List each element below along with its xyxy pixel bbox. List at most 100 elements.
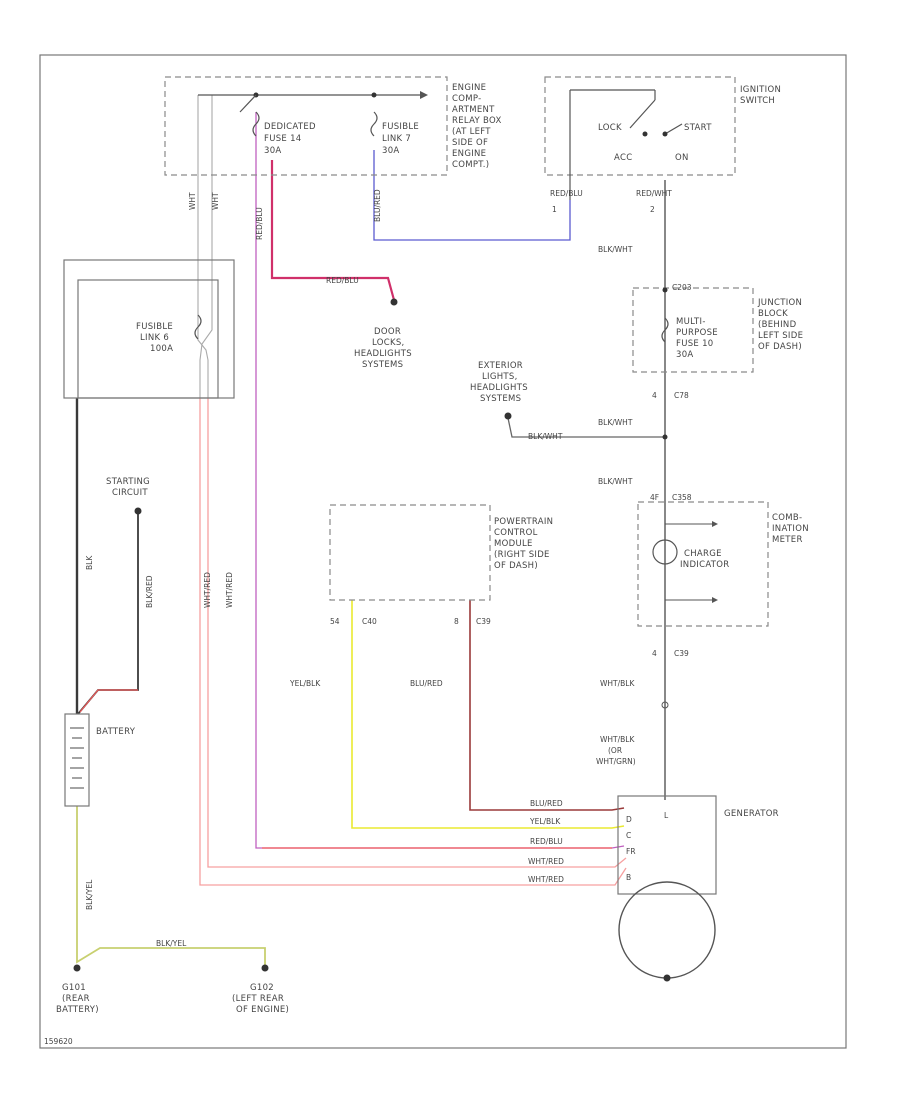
fusible-link-7-label-3: 30A <box>382 146 400 156</box>
wire-blk-yel <box>76 806 266 965</box>
svg-text:JUNCTION: JUNCTION <box>757 298 802 308</box>
svg-text:(RIGHT SIDE: (RIGHT SIDE <box>494 550 550 560</box>
fusible-link-6-label-2: LINK 6 <box>140 333 169 343</box>
wire-label-blu-red-ign: BLU/RED <box>373 189 382 222</box>
c39-connector: C39 <box>674 649 689 658</box>
g101-label: G101 (REAR BATTERY) <box>56 983 99 1015</box>
svg-text:ARTMENT: ARTMENT <box>452 105 495 115</box>
g102-label: G102 (LEFT REAR OF ENGINE) <box>232 983 289 1015</box>
generator-ground-node <box>663 974 671 982</box>
generator-label: GENERATOR <box>724 809 779 819</box>
ext-light-junction-node <box>662 434 668 440</box>
generator-icon <box>618 881 716 979</box>
ignition-wire-label-1: RED/BLU <box>550 189 583 198</box>
fusible-link-6-inner <box>77 279 219 399</box>
dedicated-fuse-label-3: 30A <box>264 146 282 156</box>
svg-text:RELAY BOX: RELAY BOX <box>452 116 502 126</box>
bus-node-2 <box>371 92 377 98</box>
svg-text:SIDE OF: SIDE OF <box>452 138 488 148</box>
ignition-wire-label-2: RED/WHT <box>636 189 672 198</box>
wire-label-blk-red: BLK/RED <box>145 575 154 608</box>
dedicated-fuse-label-1: DEDICATED <box>264 122 316 132</box>
svg-text:OF ENGINE): OF ENGINE) <box>236 1005 289 1015</box>
wire-wht-red-a <box>199 398 627 886</box>
svg-text:HEADLIGHTS: HEADLIGHTS <box>470 383 528 393</box>
ignition-switch-title-1: IGNITION <box>740 85 781 95</box>
svg-text:WHT/GRN): WHT/GRN) <box>596 757 636 766</box>
generator-terminal-b: B <box>626 873 631 882</box>
svg-text:SYSTEMS: SYSTEMS <box>362 360 403 370</box>
ignition-contact-node <box>642 131 648 137</box>
wire-label-blk-wht-1: BLK/WHT <box>598 245 633 254</box>
wire-label-wht-red-a: WHT/RED <box>203 572 212 608</box>
fusible-link-7-icon <box>370 111 378 137</box>
dedicated-fuse-label-2: FUSE 14 <box>264 134 302 144</box>
fusible-link-6-icon <box>194 314 202 340</box>
meter-arrow-bottom-icon <box>712 597 718 603</box>
ignition-switch-title-2: SWITCH <box>740 96 775 106</box>
g101-terminal <box>73 964 81 972</box>
wire-label-wht-red-gen-a: WHT/RED <box>528 857 564 866</box>
wire-blk-red-black <box>77 512 139 715</box>
svg-text:PURPOSE: PURPOSE <box>676 328 718 338</box>
svg-text:LIGHTS,: LIGHTS, <box>482 372 518 382</box>
door-locks-label: DOOR LOCKS, HEADLIGHTS SYSTEMS <box>354 327 412 370</box>
wire-red-blu-purple <box>255 112 625 849</box>
pcm-box <box>329 504 491 601</box>
charge-indicator-lamp-icon <box>652 539 678 565</box>
wire-wht-red-b <box>207 398 627 868</box>
ignition-lever <box>629 99 656 129</box>
pcm-connector-c40: C40 <box>362 617 377 626</box>
charge-indicator-label-2: INDICATOR <box>680 560 730 570</box>
starting-circuit-terminal <box>134 507 142 515</box>
svg-text:(LEFT REAR: (LEFT REAR <box>232 994 284 1004</box>
charge-indicator-label-1: CHARGE <box>684 549 722 559</box>
fusible-link-6-label-3: 100A <box>150 344 173 354</box>
c39-connector-icon <box>661 701 669 709</box>
combination-meter-label: COMB- INATION METER <box>772 513 809 545</box>
meter-connector-c358: C358 <box>672 493 692 502</box>
wire-label-yel-blk-gen: YEL/BLK <box>529 817 561 826</box>
bus-arrow-icon <box>420 91 428 99</box>
wire-label-wht-red-b: WHT/RED <box>225 572 234 608</box>
svg-text:ENGINE: ENGINE <box>452 149 486 159</box>
svg-text:CONTROL: CONTROL <box>494 528 538 538</box>
multi-purpose-fuse-icon <box>661 317 669 343</box>
svg-text:G102: G102 <box>250 983 274 993</box>
svg-text:LEFT SIDE: LEFT SIDE <box>758 331 803 341</box>
fusible-link-7-label-2: LINK 7 <box>382 134 411 144</box>
svg-text:OF DASH): OF DASH) <box>494 561 538 571</box>
svg-text:COMP-: COMP- <box>452 94 481 104</box>
svg-text:COMB-: COMB- <box>772 513 802 523</box>
exterior-lights-label: EXTERIOR LIGHTS, HEADLIGHTS SYSTEMS <box>470 361 528 404</box>
pcm-label: POWERTRAIN CONTROL MODULE (RIGHT SIDE OF… <box>494 517 553 571</box>
junction-pin-4: 4 <box>652 391 657 400</box>
svg-text:OF DASH): OF DASH) <box>758 342 802 352</box>
multi-purpose-fuse-label: MULTI- PURPOSE FUSE 10 30A <box>676 317 718 360</box>
svg-text:EXTERIOR: EXTERIOR <box>478 361 523 371</box>
wire-wht-b <box>199 95 213 398</box>
svg-text:(AT LEFT: (AT LEFT <box>452 127 491 137</box>
underhood-location-label: ENGINE COMP- ARTMENT RELAY BOX (AT LEFT … <box>452 83 502 170</box>
svg-text:HEADLIGHTS: HEADLIGHTS <box>354 349 412 359</box>
wire-label-blk-wht-ext: BLK/WHT <box>528 432 563 441</box>
pcm-pin-54: 54 <box>330 617 340 626</box>
battery-icon <box>64 713 90 807</box>
wire-label-yel-blk: YEL/BLK <box>289 679 321 688</box>
fusible-link-6-label-1: FUSIBLE <box>136 322 173 332</box>
generator-terminal-l: L <box>664 811 669 820</box>
junction-connector-c78: C78 <box>674 391 689 400</box>
wire-label-blk-wht-3: BLK/WHT <box>598 477 633 486</box>
wire-blk-wht-ext <box>507 417 665 438</box>
door-locks-terminal <box>390 298 398 306</box>
wire-label-blk-yel: BLK/YEL <box>85 879 94 910</box>
dedicated-fuse-switch <box>239 94 257 113</box>
wire-blk-red-red <box>79 689 138 713</box>
exterior-lights-terminal <box>504 412 512 420</box>
ignition-start-lever <box>664 123 683 135</box>
svg-text:30A: 30A <box>676 350 694 360</box>
svg-text:SYSTEMS: SYSTEMS <box>480 394 521 404</box>
battery-label: BATTERY <box>96 727 136 737</box>
wire-label-wht-blk-or: WHT/BLK (OR WHT/GRN) <box>596 735 636 766</box>
